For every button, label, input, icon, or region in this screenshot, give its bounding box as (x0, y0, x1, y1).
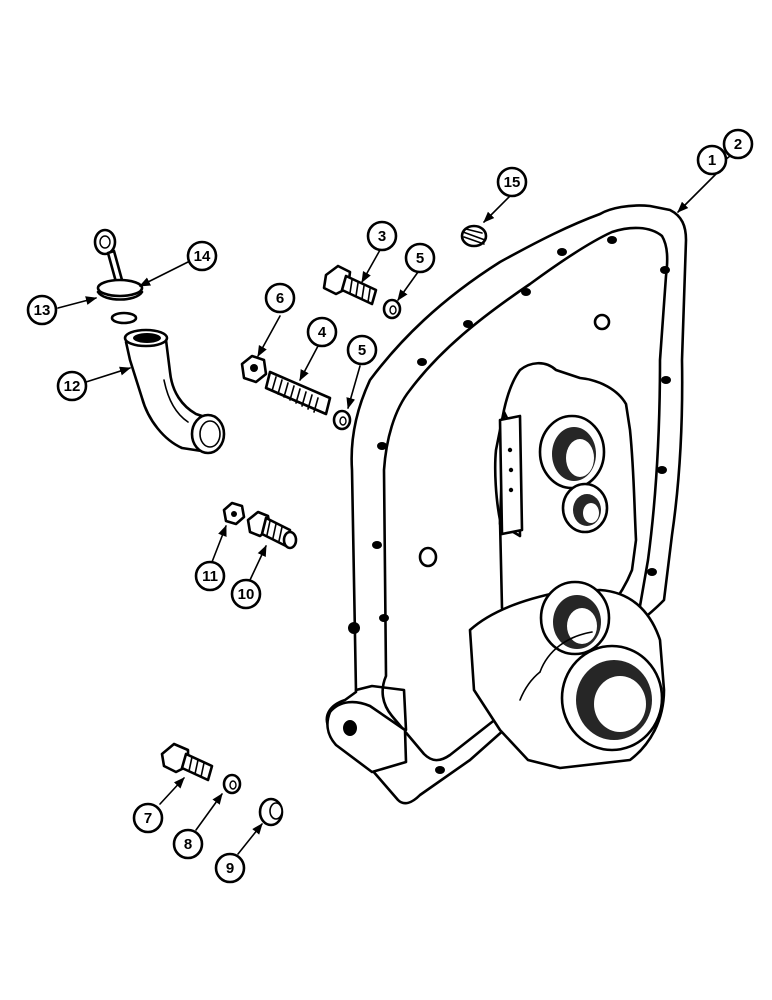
callout-3: 3 (366, 220, 398, 252)
elbow-tube-part-12 (123, 328, 226, 455)
callout-9: 9 (214, 852, 246, 884)
bolt-part-7 (160, 742, 214, 782)
washer-part-5-upper (382, 298, 402, 320)
plug-part (460, 224, 488, 248)
callout-1: 1 (696, 144, 728, 176)
callout-label: 15 (504, 174, 521, 191)
callout-14: 14 (186, 240, 218, 272)
bolt-part-3 (322, 264, 378, 306)
callout-2: 2 (722, 128, 754, 160)
callout-label: 5 (358, 342, 366, 359)
callout-label: 1 (708, 152, 716, 169)
callout-5-lower: 5 (346, 334, 378, 366)
callout-4: 4 (306, 316, 338, 348)
cover-housing (325, 204, 688, 805)
callout-label: 9 (226, 860, 234, 877)
callout-label: 7 (144, 810, 152, 827)
callout-label: 11 (202, 568, 218, 585)
callout-label: 4 (318, 324, 327, 341)
nut-part-9 (258, 797, 284, 827)
nut-part-6 (240, 354, 268, 384)
washer-part-5-lower (332, 409, 352, 431)
callout-label: 8 (184, 836, 192, 853)
dipstick-part-13 (93, 228, 144, 325)
stud-part-4 (264, 370, 332, 416)
fitting-part-10 (246, 510, 298, 550)
nut-part-11 (222, 501, 246, 526)
callout-6: 6 (264, 282, 296, 314)
callout-5-upper: 5 (404, 242, 436, 274)
callout-label: 5 (416, 250, 424, 267)
callout-12: 12 (56, 370, 88, 402)
callout-label: 10 (238, 586, 255, 603)
callout-label: 14 (194, 248, 211, 265)
callout-label: 3 (378, 228, 386, 245)
callout-7: 7 (132, 802, 164, 834)
callout-11: 11 (194, 560, 226, 592)
callout-label: 13 (34, 302, 51, 319)
callout-13: 13 (26, 294, 58, 326)
callout-8: 8 (172, 828, 204, 860)
callout-15: 15 (496, 166, 528, 198)
washer-part-8 (222, 773, 242, 795)
callout-10: 10 (230, 578, 262, 610)
callout-label: 6 (276, 290, 284, 307)
callout-label: 12 (64, 378, 81, 395)
callout-label: 2 (734, 136, 742, 153)
